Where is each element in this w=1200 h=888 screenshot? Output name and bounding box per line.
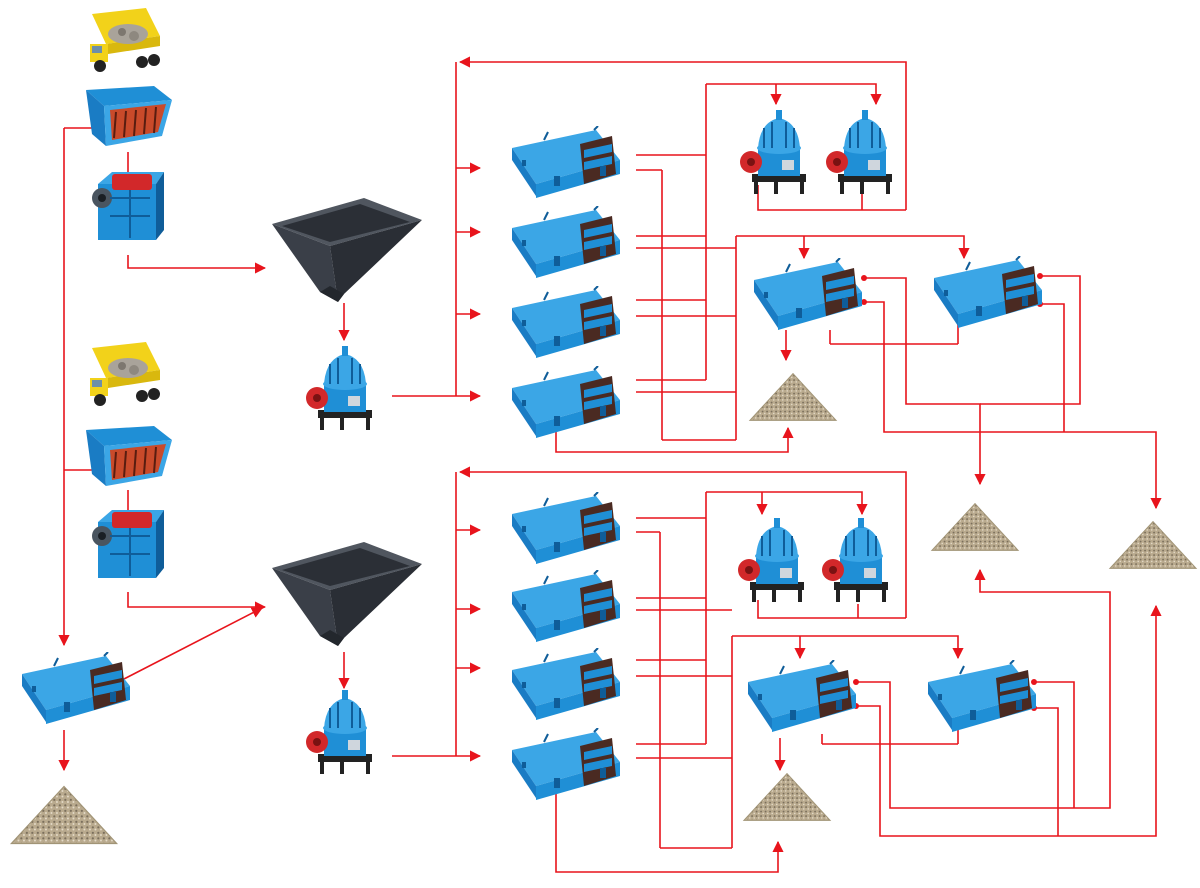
jaw-crusher-icon bbox=[91, 171, 165, 241]
surge-hopper-icon bbox=[272, 542, 422, 646]
aggregate-pile-icon bbox=[743, 773, 831, 821]
aggregate-pile-icon bbox=[931, 503, 1019, 551]
dump-truck-icon bbox=[90, 8, 160, 72]
vibrating-screen-icon bbox=[933, 256, 1043, 329]
vibrating-screen-icon bbox=[747, 660, 857, 733]
jaw-crusher-icon bbox=[91, 509, 165, 579]
vibrating-feeder-icon bbox=[85, 85, 173, 147]
cone-crusher-icon bbox=[739, 109, 807, 195]
aggregate-pile-icon bbox=[10, 785, 118, 845]
vibrating-screen-icon bbox=[511, 286, 621, 359]
flow-lines bbox=[58, 56, 1162, 873]
aggregate-pile-icon bbox=[1109, 521, 1197, 569]
vibrating-screen-icon bbox=[753, 258, 863, 331]
vibrating-screen-icon bbox=[511, 648, 621, 721]
aggregate-pile-icon bbox=[749, 373, 837, 421]
cone-crusher-icon bbox=[825, 109, 893, 195]
surge-hopper-icon bbox=[272, 198, 422, 302]
vibrating-screen-icon bbox=[927, 660, 1037, 733]
outlet-dots bbox=[853, 273, 1043, 711]
cone-crusher-icon bbox=[305, 689, 373, 775]
cone-crusher-icon bbox=[821, 517, 889, 603]
dump-truck-icon bbox=[90, 342, 160, 406]
vibrating-feeder-icon bbox=[85, 425, 173, 487]
vibrating-screen-icon bbox=[511, 366, 621, 439]
vibrating-screen-icon bbox=[511, 492, 621, 565]
vibrating-screen-icon bbox=[511, 126, 621, 199]
cone-crusher-icon bbox=[737, 517, 805, 603]
vibrating-screen-icon bbox=[511, 728, 621, 801]
vibrating-screen-icon bbox=[511, 206, 621, 279]
vibrating-screen-icon bbox=[21, 652, 131, 725]
cone-crusher-icon bbox=[305, 345, 373, 431]
vibrating-screen-icon bbox=[511, 570, 621, 643]
